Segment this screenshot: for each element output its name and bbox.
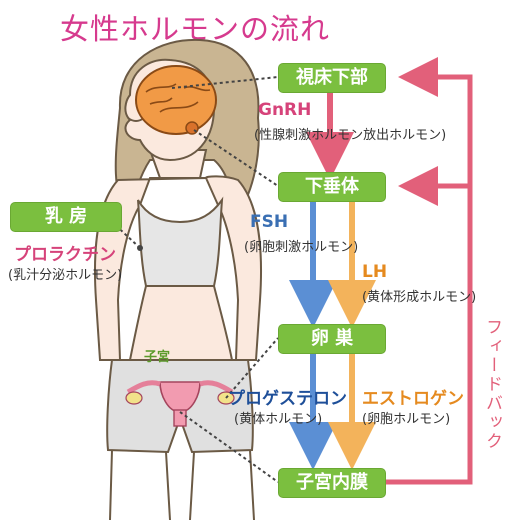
legs <box>109 449 255 520</box>
uterus-icon <box>125 380 235 427</box>
leader-lines <box>109 76 279 483</box>
breast-box: 乳 房 <box>10 202 122 232</box>
lh-name: LH <box>362 262 388 282</box>
uterus-label: 子宮 <box>144 350 171 365</box>
breast-marker <box>137 245 143 251</box>
body <box>93 175 263 361</box>
brain-icon <box>135 65 217 135</box>
prolactin-desc: (乳汁分泌ホルモン) <box>8 268 123 283</box>
feedback-label: フィードバック <box>482 318 502 451</box>
progesterone-name: プロゲステロン <box>228 389 347 409</box>
tank-top <box>137 196 224 287</box>
ovary-box: 卵 巣 <box>278 324 386 354</box>
gnrh-desc: (性腺刺激ホルモン放出ホルモン) <box>254 128 447 143</box>
progesterone-desc: (黄体ホルモン) <box>234 412 323 427</box>
estrogen-desc: (卵胞ホルモン) <box>362 412 451 427</box>
pituitary-box: 下垂体 <box>278 172 386 202</box>
estrogen-name: エストロゲン <box>362 389 464 409</box>
endometrium-box: 子宮内膜 <box>278 468 386 498</box>
lh-desc: (黄体形成ホルモン) <box>362 290 477 305</box>
fsh-name: FSH <box>250 212 289 232</box>
fsh-desc: (卵胞刺激ホルモン) <box>244 240 359 255</box>
feedback-loop <box>385 57 473 485</box>
gnrh-name: GnRH <box>258 100 312 120</box>
hypothalamus-box: 視床下部 <box>278 63 386 93</box>
prolactin-name: プロラクチン <box>14 245 116 265</box>
